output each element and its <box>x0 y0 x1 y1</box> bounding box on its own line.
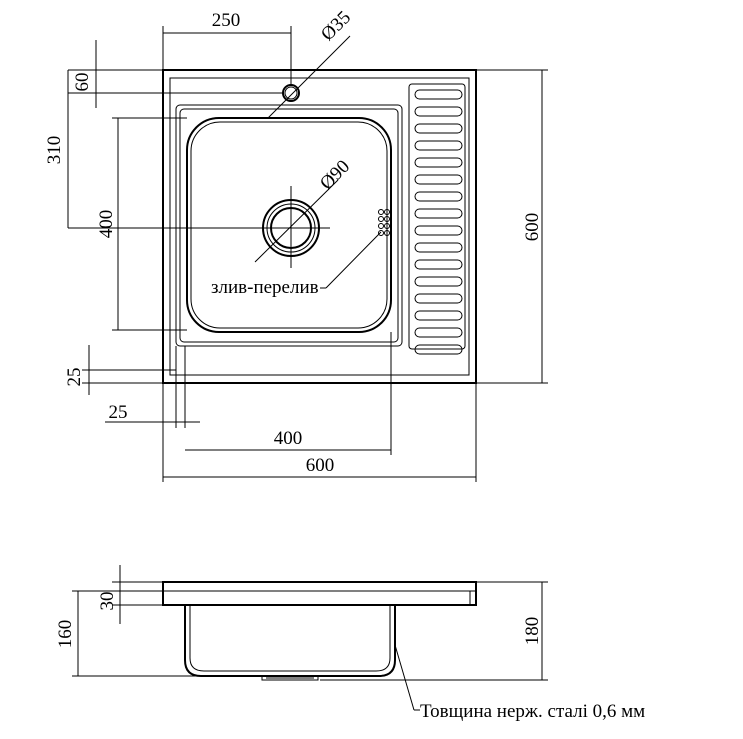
side-bowl <box>184 605 396 677</box>
tap-hole-icon <box>267 35 351 119</box>
dim-bowl-center-y: 310 <box>44 70 291 229</box>
top-view: 250 Ø35 60 310 400 25 <box>44 7 548 482</box>
drain-icon <box>252 179 339 268</box>
dim-height-total: 600 <box>476 69 548 384</box>
bowl-inner <box>190 121 388 329</box>
dim-text-400-v: 400 <box>96 210 117 239</box>
dim-text-25-h: 25 <box>109 402 128 423</box>
drain-overflow-label: злив-перелив <box>211 231 382 298</box>
drainer-grooves <box>408 83 466 355</box>
dim-bowl-offset-y: 25 <box>64 345 176 395</box>
dim-rim: 30 <box>97 565 185 624</box>
dim-text-310: 310 <box>44 136 65 165</box>
dim-text-600-v: 600 <box>522 213 543 242</box>
dim-text-60: 60 <box>72 73 93 92</box>
side-drain-outlet <box>261 676 319 681</box>
dim-bowl-offset-x: 25 <box>105 346 200 428</box>
drain-overflow-text: злив-перелив <box>211 277 319 298</box>
side-rim <box>162 581 477 606</box>
overflow-icon <box>378 209 390 236</box>
dim-tap-offset-x: 250 <box>162 10 292 85</box>
bowl-outline <box>186 117 392 333</box>
dim-width-total: 600 <box>162 383 477 482</box>
dim-text-25-v: 25 <box>64 368 85 387</box>
dim-text-30: 30 <box>97 592 118 611</box>
dim-text-400-h: 400 <box>274 428 303 449</box>
dim-total-depth: 180 <box>320 581 548 681</box>
dim-text-250: 250 <box>212 10 241 31</box>
thickness-note-text: Товщина нерж. сталі 0,6 мм <box>420 701 645 722</box>
dim-bowl-depth: 160 <box>55 590 201 677</box>
bowl-frame-outer <box>175 104 403 347</box>
side-view: 30 160 180 Товщина нерж. сталі 0,6 мм <box>55 565 645 722</box>
sink-outline <box>162 69 477 384</box>
dim-bowl-height: 400 <box>96 117 187 331</box>
dim-text-d90: Ø90 <box>316 156 354 194</box>
dim-text-600-h: 600 <box>306 455 335 476</box>
sink-inner-rim <box>169 77 470 376</box>
dim-text-d35: Ø35 <box>317 7 355 45</box>
dim-bowl-width: 400 <box>185 332 392 455</box>
dim-text-160: 160 <box>55 620 76 649</box>
bowl-frame-inner <box>179 108 399 343</box>
dim-tap-offset-y: 60 <box>68 40 283 108</box>
dim-text-180: 180 <box>522 617 543 646</box>
thickness-note: Товщина нерж. сталі 0,6 мм <box>394 644 645 722</box>
